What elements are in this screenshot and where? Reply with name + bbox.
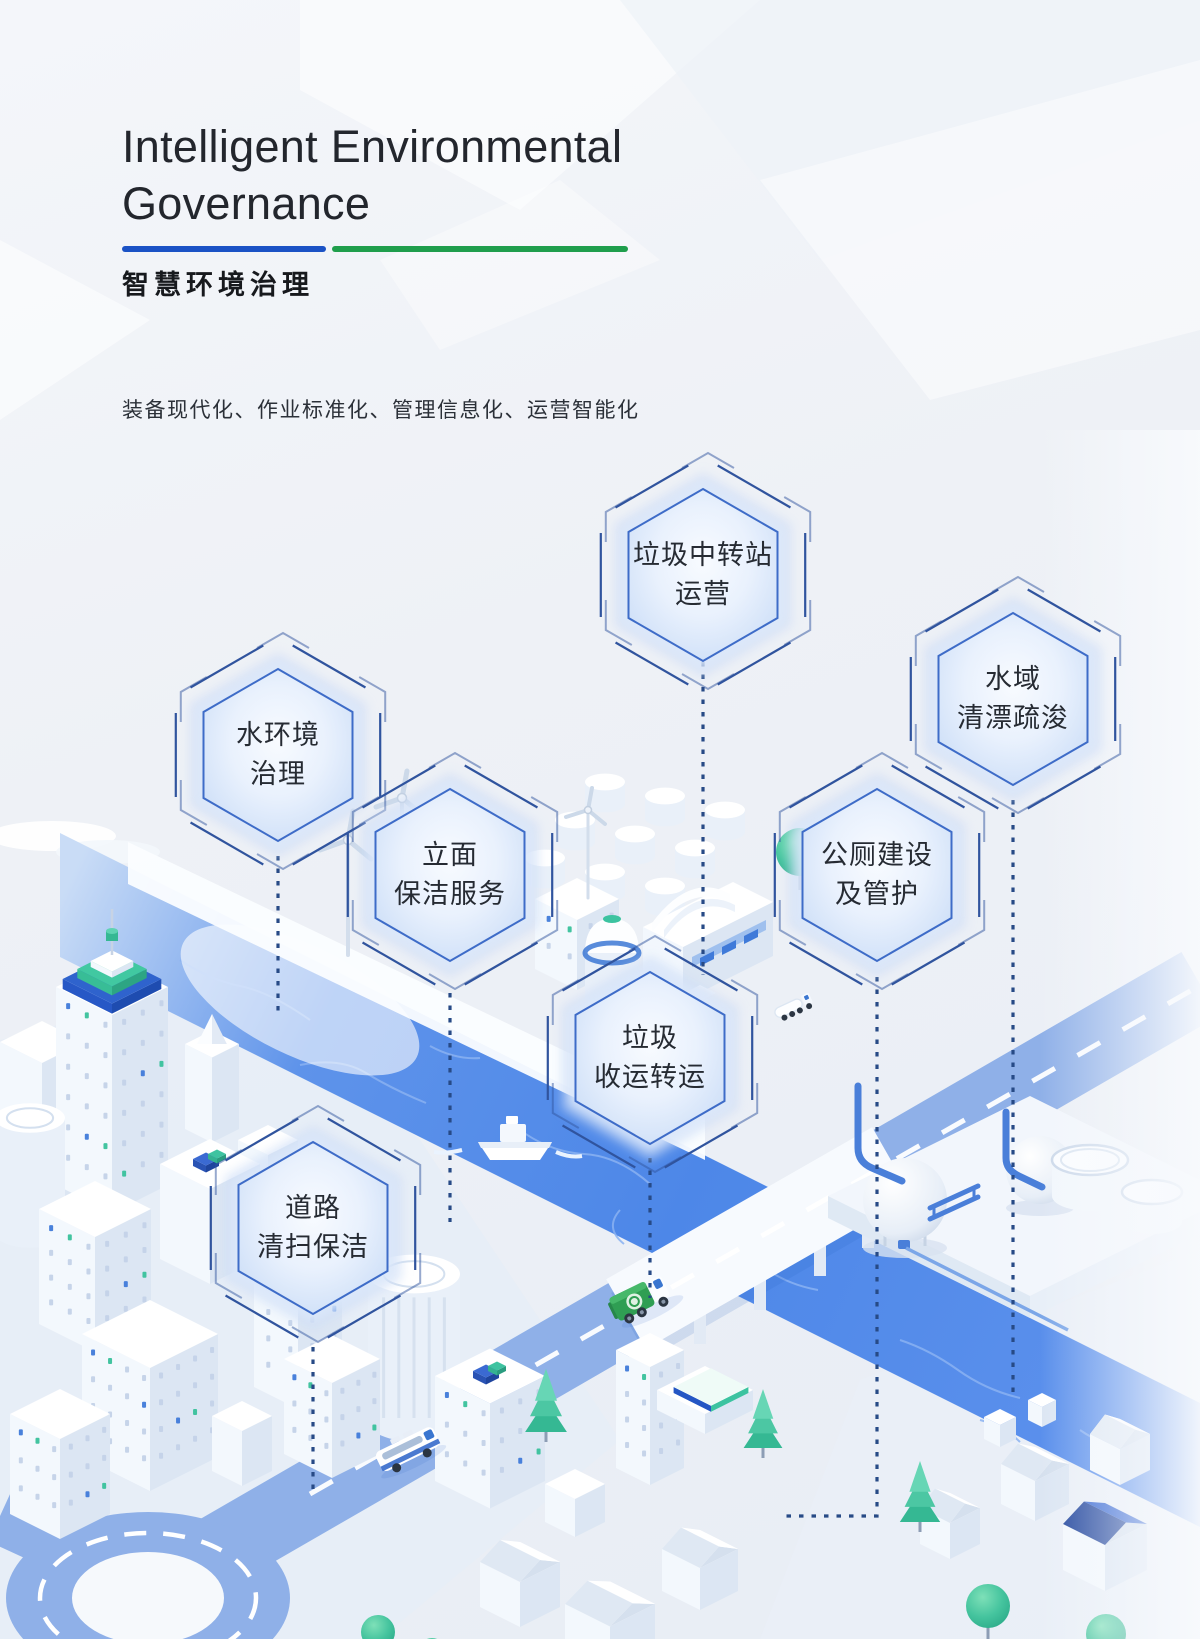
badge-text-line2: 收运转运 (594, 1062, 706, 1092)
badge-label: 垃圾中转站 运营 (573, 435, 833, 715)
badge-text-line1: 垃圾中转站 (633, 540, 773, 570)
badge-text-line2: 清漂疏浚 (957, 703, 1069, 733)
connector-public-toilet (779, 977, 879, 1518)
badge-text-line1: 道路 (285, 1193, 341, 1223)
background-shapes (56, 0, 1200, 864)
subtitle-cn: 智慧环境治理 (122, 270, 314, 300)
badge-label: 水域 清漂疏浚 (883, 559, 1143, 839)
badge-text-line1: 公厕建设 (821, 840, 933, 870)
badge-text-line1: 垃圾 (622, 1023, 678, 1053)
tagline: 装备现代化、作业标准化、管理信息化、运营智能化 (122, 399, 640, 422)
page-title: Intelligent Environmental Governance (122, 118, 862, 232)
bus (376, 1427, 447, 1479)
badge-text-line1: 水域 (985, 664, 1041, 694)
badge-water-area-cleaning: 水域 清漂疏浚 (883, 559, 1143, 839)
river-bank (128, 842, 705, 1160)
header: Intelligent Environmental Governance 智慧环… (122, 118, 862, 426)
connector-lines (276, 662, 1015, 1518)
vehicles (376, 992, 813, 1479)
river (60, 833, 1200, 1527)
badge-facade-cleaning: 立面 保洁服务 (320, 735, 580, 1015)
underline-green-segment (332, 246, 628, 252)
badge-road-sweeping: 道路 清扫保洁 (183, 1088, 443, 1368)
badge-text-line1: 立面 (422, 840, 478, 870)
tanker-truck (774, 992, 813, 1021)
title-underline (122, 246, 862, 252)
badge-label: 水环境 治理 (148, 615, 408, 895)
badge-text-line2: 运营 (675, 579, 731, 609)
badge-label: 垃圾 收运转运 (520, 918, 780, 1198)
badge-text-line2: 保洁服务 (394, 879, 506, 909)
badge-label: 道路 清扫保洁 (183, 1088, 443, 1368)
badge-text-line2: 治理 (250, 759, 306, 789)
badge-text-line2: 清扫保洁 (257, 1232, 369, 1262)
badge-water-environment: 水环境 治理 (148, 615, 408, 895)
badge-label: 公厕建设 及管护 (747, 735, 1007, 1015)
badge-text-line1: 水环境 (236, 720, 320, 750)
badge-label: 立面 保洁服务 (320, 735, 580, 1015)
badge-waste-collection: 垃圾 收运转运 (520, 918, 780, 1198)
badge-public-toilet: 公厕建设 及管护 (747, 735, 1007, 1015)
underline-blue-segment (122, 246, 326, 252)
badge-waste-transfer-station: 垃圾中转站 运营 (573, 435, 833, 715)
title-line-1: Intelligent Environmental (122, 121, 623, 172)
pipes (854, 1082, 1046, 1222)
badge-text-line2: 及管护 (835, 879, 919, 909)
boat (433, 1116, 583, 1160)
garbage-truck (608, 1276, 684, 1328)
title-line-2: Governance (122, 178, 371, 229)
